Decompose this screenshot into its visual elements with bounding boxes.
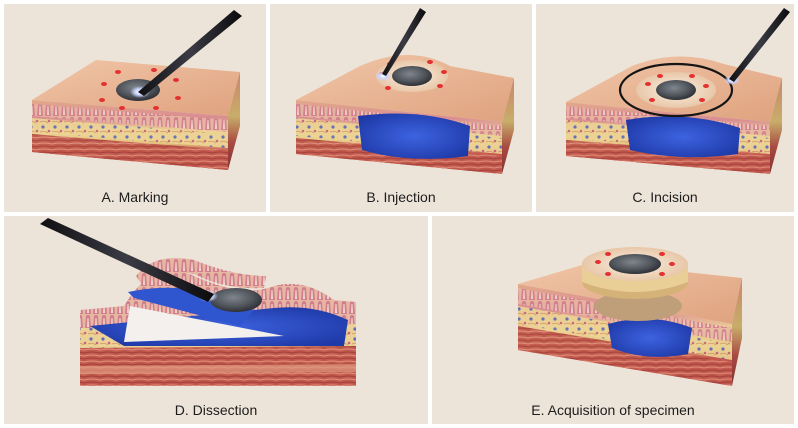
- panel-marking: A. Marking: [4, 4, 266, 212]
- resected-specimen: [582, 247, 688, 299]
- panel-dissection: D. Dissection: [4, 216, 428, 424]
- lesion: [210, 288, 262, 312]
- lesion: [609, 254, 661, 274]
- incision-illustration: [536, 4, 794, 212]
- caption-acquisition: E. Acquisition of specimen: [432, 402, 794, 418]
- acquisition-illustration: [432, 216, 794, 424]
- endoscopic-knife: [729, 8, 790, 82]
- caption-dissection: D. Dissection: [4, 402, 428, 418]
- caption-incision: C. Incision: [536, 189, 794, 205]
- lesion: [656, 80, 696, 100]
- dissection-illustration: [4, 216, 428, 424]
- caption-injection: B. Injection: [270, 189, 532, 205]
- injection-illustration: [270, 4, 532, 212]
- panel-injection: B. Injection: [270, 4, 532, 212]
- panel-incision: C. Incision: [536, 4, 794, 212]
- tissue-block: [32, 60, 240, 170]
- marking-illustration: [4, 4, 266, 212]
- caption-marking: A. Marking: [4, 189, 266, 205]
- lesion: [392, 66, 432, 86]
- panel-acquisition: E. Acquisition of specimen: [432, 216, 794, 424]
